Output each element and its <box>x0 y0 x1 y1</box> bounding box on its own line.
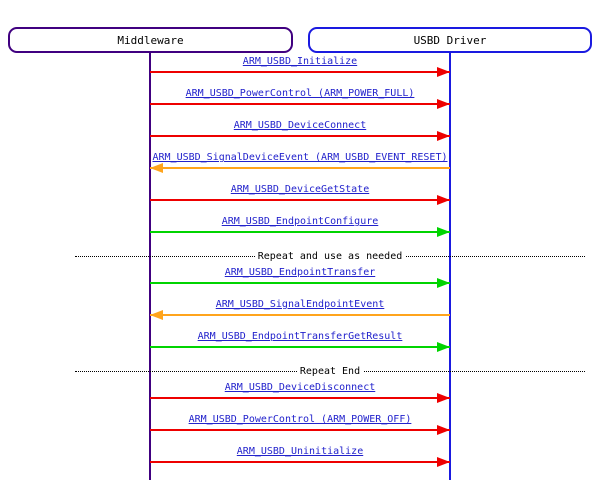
message-arrow-line <box>150 103 450 105</box>
message-arrow-line <box>150 397 450 399</box>
arrowhead-right-icon <box>437 342 450 352</box>
entity-label-middleware: Middleware <box>117 33 184 47</box>
arrowhead-right-icon <box>437 67 450 77</box>
arrowhead-right-icon <box>437 457 450 467</box>
divider-label: Repeat End <box>75 365 585 379</box>
message-label-link[interactable]: ARM_USBD_Initialize <box>242 56 358 67</box>
message-label-link[interactable]: ARM_USBD_EndpointTransfer <box>224 267 376 278</box>
message-arrow-line <box>150 429 450 431</box>
divider-row: Repeat and use as needed <box>75 250 585 264</box>
message-label-link[interactable]: ARM_USBD_SignalEndpointEvent <box>215 299 385 310</box>
message-label-link[interactable]: ARM_USBD_DeviceGetState <box>230 184 370 195</box>
message-row: ARM_USBD_Initialize <box>150 56 450 77</box>
arrowhead-right-icon <box>437 393 450 403</box>
message-label-link[interactable]: ARM_USBD_EndpointTransferGetResult <box>197 331 403 342</box>
message-row: ARM_USBD_EndpointTransfer <box>150 267 450 288</box>
arrowhead-right-icon <box>437 425 450 435</box>
lifeline-middleware <box>149 52 151 480</box>
message-label-link[interactable]: ARM_USBD_PowerControl (ARM_POWER_OFF) <box>188 414 412 425</box>
message-row: ARM_USBD_Uninitialize <box>150 446 450 467</box>
divider-label-text: Repeat End <box>296 366 364 377</box>
arrowhead-right-icon <box>437 227 450 237</box>
message-row: ARM_USBD_DeviceDisconnect <box>150 382 450 403</box>
message-row: ARM_USBD_EndpointConfigure <box>150 216 450 237</box>
message-row: ARM_USBD_DeviceGetState <box>150 184 450 205</box>
arrowhead-right-icon <box>437 131 450 141</box>
divider-row: Repeat End <box>75 365 585 379</box>
message-arrow-line <box>150 199 450 201</box>
message-arrow-line <box>150 346 450 348</box>
message-row: ARM_USBD_SignalDeviceEvent (ARM_USBD_EVE… <box>150 152 450 173</box>
lifeline-usbd-driver <box>449 52 451 480</box>
message-arrow-line <box>150 231 450 233</box>
divider-label-text: Repeat and use as needed <box>254 251 406 262</box>
message-arrow-line <box>150 461 450 463</box>
entity-box-usbd-driver: USBD Driver <box>308 27 592 53</box>
arrowhead-right-icon <box>437 99 450 109</box>
message-row: ARM_USBD_PowerControl (ARM_POWER_OFF) <box>150 414 450 435</box>
message-arrow-line <box>150 167 450 169</box>
entity-box-middleware: Middleware <box>8 27 293 53</box>
divider-label: Repeat and use as needed <box>75 250 585 264</box>
message-label-link[interactable]: ARM_USBD_DeviceConnect <box>233 120 367 131</box>
entity-label-usbd-driver: USBD Driver <box>413 33 487 47</box>
arrowhead-right-icon <box>437 278 450 288</box>
message-row: ARM_USBD_SignalEndpointEvent <box>150 299 450 320</box>
message-label-link[interactable]: ARM_USBD_SignalDeviceEvent (ARM_USBD_EVE… <box>152 152 448 163</box>
message-arrow-line <box>150 71 450 73</box>
arrowhead-right-icon <box>437 195 450 205</box>
arrowhead-left-icon <box>150 310 163 320</box>
message-arrow-line <box>150 314 450 316</box>
message-row: ARM_USBD_EndpointTransferGetResult <box>150 331 450 352</box>
message-label-link[interactable]: ARM_USBD_PowerControl (ARM_POWER_FULL) <box>185 88 415 99</box>
message-arrow-line <box>150 282 450 284</box>
message-row: ARM_USBD_DeviceConnect <box>150 120 450 141</box>
message-row: ARM_USBD_PowerControl (ARM_POWER_FULL) <box>150 88 450 109</box>
message-label-link[interactable]: ARM_USBD_EndpointConfigure <box>221 216 379 227</box>
message-label-link[interactable]: ARM_USBD_Uninitialize <box>236 446 364 457</box>
message-arrow-line <box>150 135 450 137</box>
message-label-link[interactable]: ARM_USBD_DeviceDisconnect <box>224 382 376 393</box>
arrowhead-left-icon <box>150 163 163 173</box>
